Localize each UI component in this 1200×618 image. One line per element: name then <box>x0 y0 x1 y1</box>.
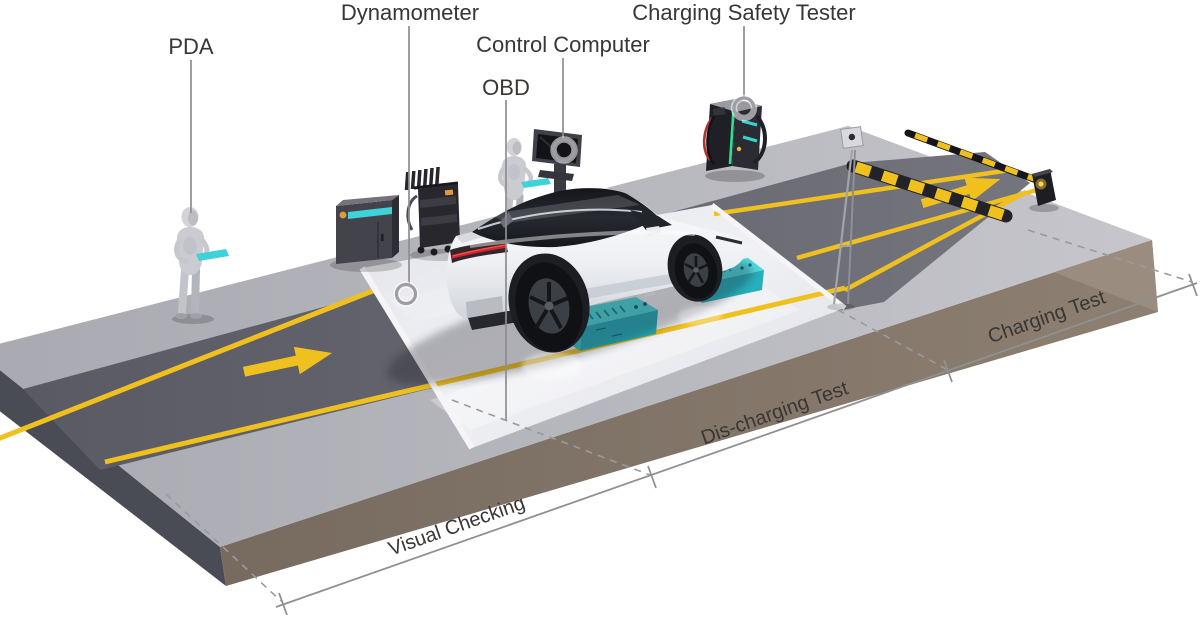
robot-leg <box>191 266 200 316</box>
cart-handle <box>406 194 418 231</box>
control-computer-marker-ring <box>551 137 577 163</box>
left-direction-arrow <box>242 346 333 377</box>
charging-tester-marker-ring <box>732 96 756 120</box>
barrier-gate <box>904 129 1059 212</box>
barrier-shadow <box>1029 204 1059 212</box>
dimension-extension-1 <box>165 493 282 602</box>
label-obd: OBD <box>482 75 530 100</box>
tool-cart <box>404 167 470 261</box>
barrier-light <box>1038 181 1044 187</box>
callouts: PDA Dynamometer Control Computer OBD Cha… <box>168 0 856 420</box>
dynamometer-marker-ring <box>394 282 418 306</box>
dimension-tick <box>647 465 657 489</box>
car-beltline-highlight <box>469 230 696 248</box>
pda-tablet-icon <box>196 249 229 261</box>
dimension-main-line <box>275 282 1198 608</box>
barrier-arm <box>904 129 1046 186</box>
far-lane-line-left <box>0 287 376 441</box>
cabinet-logo-icon <box>339 211 347 219</box>
robot-arm <box>174 238 189 264</box>
car-headlight <box>715 235 743 245</box>
equipment-cabinet <box>330 195 402 272</box>
cabinet-side <box>392 195 399 258</box>
tester-cable-black <box>706 111 719 165</box>
camera-pole <box>827 126 864 311</box>
slab-front-face <box>220 240 1158 586</box>
pda-robot <box>172 207 229 324</box>
barrier-post <box>1032 169 1056 206</box>
bay-right-white-line <box>710 203 847 310</box>
barrier-post-top <box>1032 169 1053 177</box>
middle-lane-line-right <box>796 185 1045 261</box>
car-greenhouse <box>472 188 659 248</box>
speed-bump <box>846 159 1013 223</box>
dimension-tick <box>943 359 953 383</box>
far-lane-line-right <box>713 167 1011 217</box>
dimension-tick <box>1188 273 1198 297</box>
inspector-tablet-icon <box>521 178 551 188</box>
car-diffuser <box>468 309 524 330</box>
car-roofline-trim <box>477 208 643 230</box>
camera-head-icon <box>840 126 864 149</box>
dimension-extension-4 <box>1027 229 1193 283</box>
label-charging-safety-tester: Charging Safety Tester <box>632 0 855 25</box>
car-cowl <box>630 210 672 230</box>
car-taillight <box>451 244 507 259</box>
tester-cable-red <box>702 117 714 161</box>
cabinet-top <box>336 195 399 206</box>
car-mirror <box>646 226 661 236</box>
car-license-plate <box>466 296 503 318</box>
label-control-computer: Control Computer <box>476 32 650 57</box>
car <box>387 187 753 385</box>
cabinet-accent-stripe <box>348 207 392 219</box>
monitor-shelf <box>538 170 574 181</box>
label-pda: PDA <box>168 34 214 59</box>
robot-leg <box>178 266 189 316</box>
dimension-tick <box>278 592 288 616</box>
dimension-extension-2 <box>451 399 651 476</box>
tester-hose <box>752 114 767 165</box>
label-dynamometer: Dynamometer <box>341 0 479 25</box>
